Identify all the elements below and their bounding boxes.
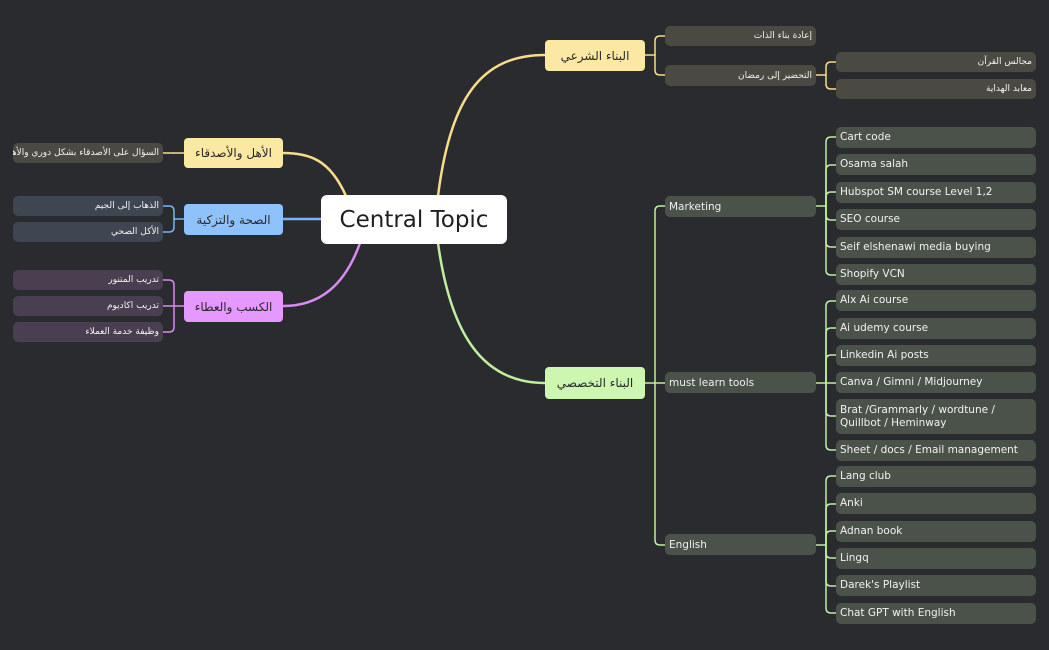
leaf-english-5[interactable]: Darek's Playlist bbox=[836, 575, 1036, 596]
leaf-marketing-6[interactable]: Shopify VCN bbox=[836, 264, 1036, 285]
topic-health[interactable]: الصحة والتزكية bbox=[184, 204, 283, 235]
connector-health-branch-1 bbox=[162, 218, 175, 233]
connector-english-branch-3 bbox=[825, 544, 837, 559]
connector-central-specialized bbox=[436, 241, 547, 385]
connector-central-sharia bbox=[436, 53, 547, 198]
topic-earning-giving[interactable]: الكسب والعطاء bbox=[184, 291, 283, 322]
connector-ramadan-branch-0 bbox=[825, 61, 837, 76]
leaf-marketing-2[interactable]: Osama salah bbox=[836, 154, 1036, 175]
connector-earning-branch-2 bbox=[162, 305, 175, 333]
connector-tools-branch-2 bbox=[825, 354, 837, 384]
connector-health-branch-0 bbox=[162, 205, 175, 220]
leaf-marketing-5[interactable]: Seif elshenawi media buying bbox=[836, 237, 1036, 258]
leaf-tools-2[interactable]: Ai udemy course bbox=[836, 318, 1036, 339]
connector-marketing-branch-0 bbox=[825, 136, 837, 207]
connector-ramadan-branch-1 bbox=[825, 74, 837, 90]
topic-family-friends[interactable]: الأهل والأصدقاء bbox=[184, 138, 283, 168]
leaf-marketing-3[interactable]: Hubspot SM course Level 1,2 bbox=[836, 182, 1036, 203]
subtopic-marketing[interactable]: Marketing bbox=[665, 196, 816, 217]
connector-tools-branch-5 bbox=[825, 382, 837, 451]
connector-sharia-branch-0 bbox=[654, 35, 666, 56]
leaf-quran-circles[interactable]: مجالس القرآن bbox=[836, 52, 1036, 72]
connector-english-branch-1 bbox=[825, 503, 837, 546]
connector-specialized-branch-0 bbox=[654, 205, 666, 384]
connector-sharia-branch-1 bbox=[654, 54, 666, 76]
connector-central-family bbox=[281, 151, 348, 198]
connector-marketing-branch-3 bbox=[825, 205, 837, 221]
leaf-english-3[interactable]: Adnan book bbox=[836, 521, 1036, 542]
leaf-health-2[interactable]: الأكل الصحي bbox=[13, 222, 163, 242]
connector-marketing-branch-4 bbox=[825, 205, 837, 248]
leaf-guidance[interactable]: معابد الهداية bbox=[836, 79, 1036, 99]
leaf-marketing-4[interactable]: SEO course bbox=[836, 209, 1036, 230]
subtopic-self-rebuild[interactable]: إعادة بناء الذات bbox=[665, 26, 816, 46]
leaf-marketing-1[interactable]: Cart code bbox=[836, 127, 1036, 148]
leaf-english-2[interactable]: Anki bbox=[836, 493, 1036, 514]
leaf-tools-3[interactable]: Linkedin Ai posts bbox=[836, 345, 1036, 366]
leaf-tools-5[interactable]: Brat /Grammarly / wordtune / Quillbot / … bbox=[836, 399, 1036, 434]
leaf-tools-4[interactable]: Canva / Gimni / Midjourney bbox=[836, 372, 1036, 393]
connector-english-branch-4 bbox=[825, 544, 837, 587]
central-topic[interactable]: Central Topic bbox=[321, 195, 507, 244]
subtopic-ramadan-prep[interactable]: التحضير إلى رمضان bbox=[665, 65, 816, 86]
leaf-english-6[interactable]: Chat GPT with English bbox=[836, 603, 1036, 624]
leaf-health-1[interactable]: الذهاب إلى الجيم bbox=[13, 196, 163, 216]
leaf-family-1[interactable]: السؤال على الأصدقاء بشكل دوري والأهل bbox=[13, 143, 163, 163]
connector-marketing-branch-1 bbox=[825, 164, 837, 207]
leaf-english-4[interactable]: Lingq bbox=[836, 548, 1036, 569]
leaf-earning-2[interactable]: تدريب اكاديوم bbox=[13, 296, 163, 316]
connector-tools-branch-4 bbox=[825, 382, 837, 417]
leaf-tools-1[interactable]: Alx Ai course bbox=[836, 290, 1036, 311]
topic-sharia-building[interactable]: البناء الشرعي bbox=[545, 40, 645, 71]
leaf-tools-6[interactable]: Sheet / docs / Email management bbox=[836, 440, 1036, 461]
connector-marketing-branch-5 bbox=[825, 205, 837, 276]
connector-specialized-branch-2 bbox=[654, 382, 666, 546]
connector-english-branch-5 bbox=[825, 544, 837, 614]
leaf-earning-3[interactable]: وظيفة خدمة العملاء bbox=[13, 322, 163, 342]
leaf-earning-1[interactable]: تدريب المتنور bbox=[13, 270, 163, 290]
topic-specialized-building[interactable]: البناء التخصصي bbox=[545, 367, 645, 399]
connector-earning-branch-0 bbox=[162, 279, 175, 307]
subtopic-english[interactable]: English bbox=[665, 534, 816, 555]
subtopic-tools[interactable]: must learn tools bbox=[665, 372, 816, 393]
connector-marketing-branch-2 bbox=[825, 191, 837, 207]
connector-english-branch-0 bbox=[825, 475, 837, 546]
connector-tools-branch-1 bbox=[825, 327, 837, 384]
connector-tools-branch-0 bbox=[825, 300, 837, 384]
leaf-english-1[interactable]: Lang club bbox=[836, 466, 1036, 487]
connector-english-branch-2 bbox=[825, 530, 837, 546]
connector-central-earning bbox=[281, 241, 362, 308]
